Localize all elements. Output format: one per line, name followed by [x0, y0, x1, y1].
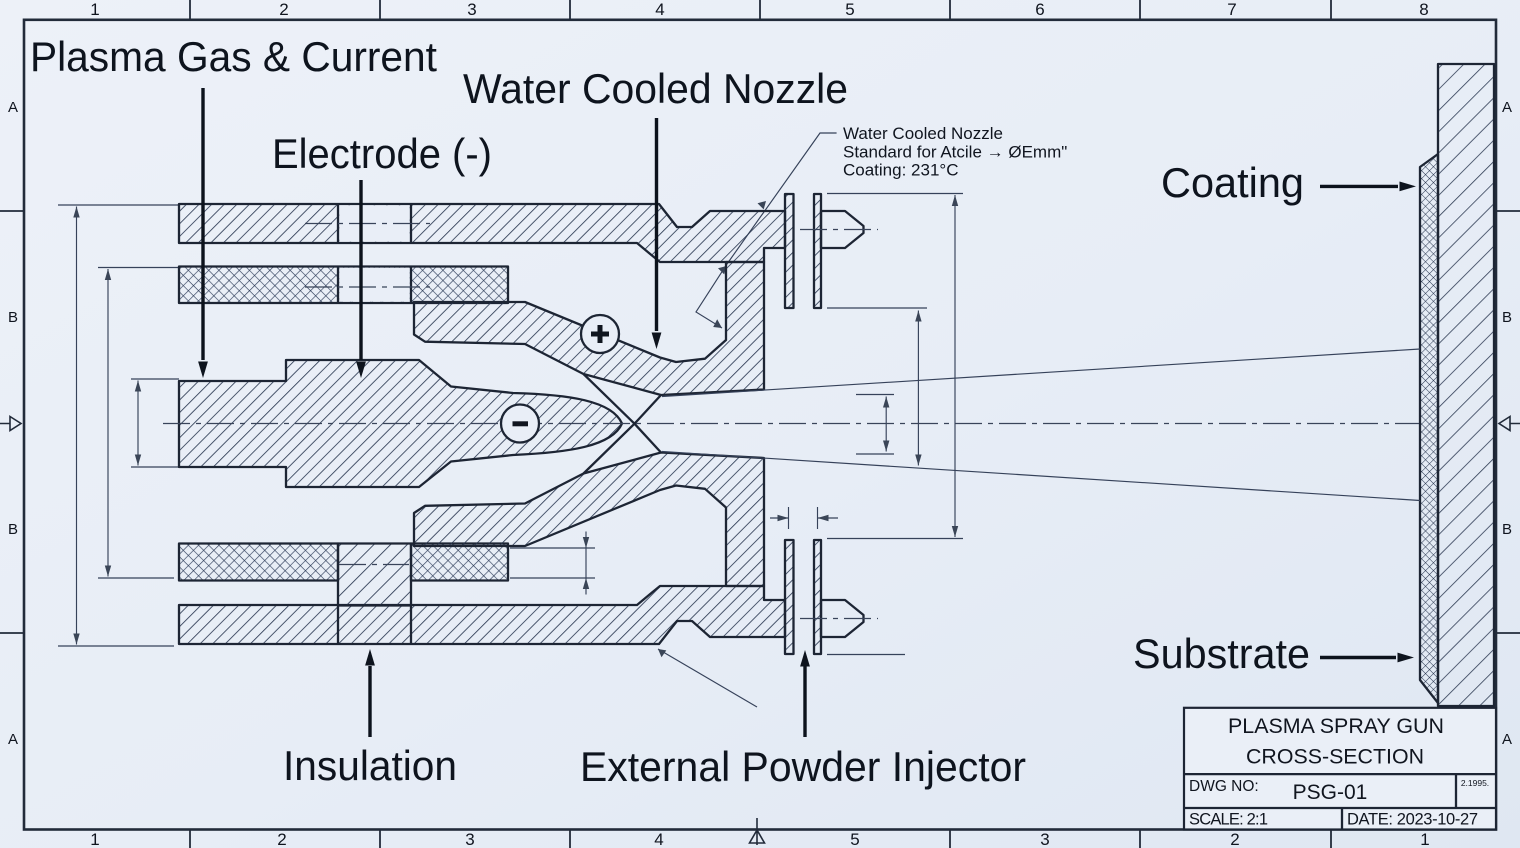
svg-text:DATE: 2023-10-27: DATE: 2023-10-27	[1347, 811, 1478, 829]
svg-text:2.1995.: 2.1995.	[1461, 778, 1489, 788]
svg-text:Water Cooled Nozzle: Water Cooled Nozzle	[463, 65, 848, 112]
svg-text:6: 6	[1035, 0, 1044, 19]
svg-text:7: 7	[1227, 0, 1236, 19]
svg-text:4: 4	[654, 830, 663, 848]
svg-text:Coating: 231°C: Coating: 231°C	[843, 161, 958, 180]
svg-text:CROSS-SECTION: CROSS-SECTION	[1246, 746, 1424, 769]
svg-text:1: 1	[90, 0, 99, 19]
svg-text:Electrode (-): Electrode (-)	[272, 130, 492, 177]
svg-text:B: B	[1502, 309, 1512, 326]
svg-text:1: 1	[90, 830, 99, 848]
svg-text:A: A	[1502, 99, 1512, 116]
svg-text:A: A	[8, 731, 18, 748]
svg-text:8: 8	[1419, 0, 1428, 19]
svg-text:SCALE: 2:1: SCALE: 2:1	[1189, 811, 1268, 829]
svg-text:PLASMA SPRAY GUN: PLASMA SPRAY GUN	[1228, 715, 1444, 738]
svg-text:External Powder Injector: External Powder Injector	[580, 743, 1026, 790]
svg-text:Water Cooled Nozzle: Water Cooled Nozzle	[843, 124, 1003, 143]
svg-text:B: B	[8, 309, 18, 326]
svg-text:Insulation: Insulation	[283, 742, 457, 789]
svg-text:A: A	[1502, 731, 1512, 748]
svg-text:3: 3	[1040, 830, 1049, 848]
svg-text:Plasma Gas & Current: Plasma Gas & Current	[30, 33, 437, 80]
svg-text:Standard for Atcile → ØEmm": Standard for Atcile → ØEmm"	[843, 143, 1067, 162]
svg-text:2: 2	[277, 830, 286, 848]
svg-text:B: B	[1502, 521, 1512, 538]
svg-text:4: 4	[655, 0, 664, 19]
svg-text:5: 5	[850, 830, 859, 848]
svg-text:Substrate: Substrate	[1133, 630, 1310, 677]
svg-text:B: B	[8, 521, 18, 538]
svg-text:5: 5	[845, 0, 854, 19]
svg-text:2: 2	[1230, 830, 1239, 848]
svg-text:1: 1	[1420, 830, 1429, 848]
svg-text:2: 2	[279, 0, 288, 19]
svg-text:DWG NO:: DWG NO:	[1189, 778, 1259, 795]
svg-text:PSG-01: PSG-01	[1293, 781, 1368, 804]
svg-text:3: 3	[465, 830, 474, 848]
svg-text:3: 3	[467, 0, 476, 19]
svg-text:A: A	[8, 99, 18, 116]
svg-text:Coating: Coating	[1161, 159, 1304, 206]
